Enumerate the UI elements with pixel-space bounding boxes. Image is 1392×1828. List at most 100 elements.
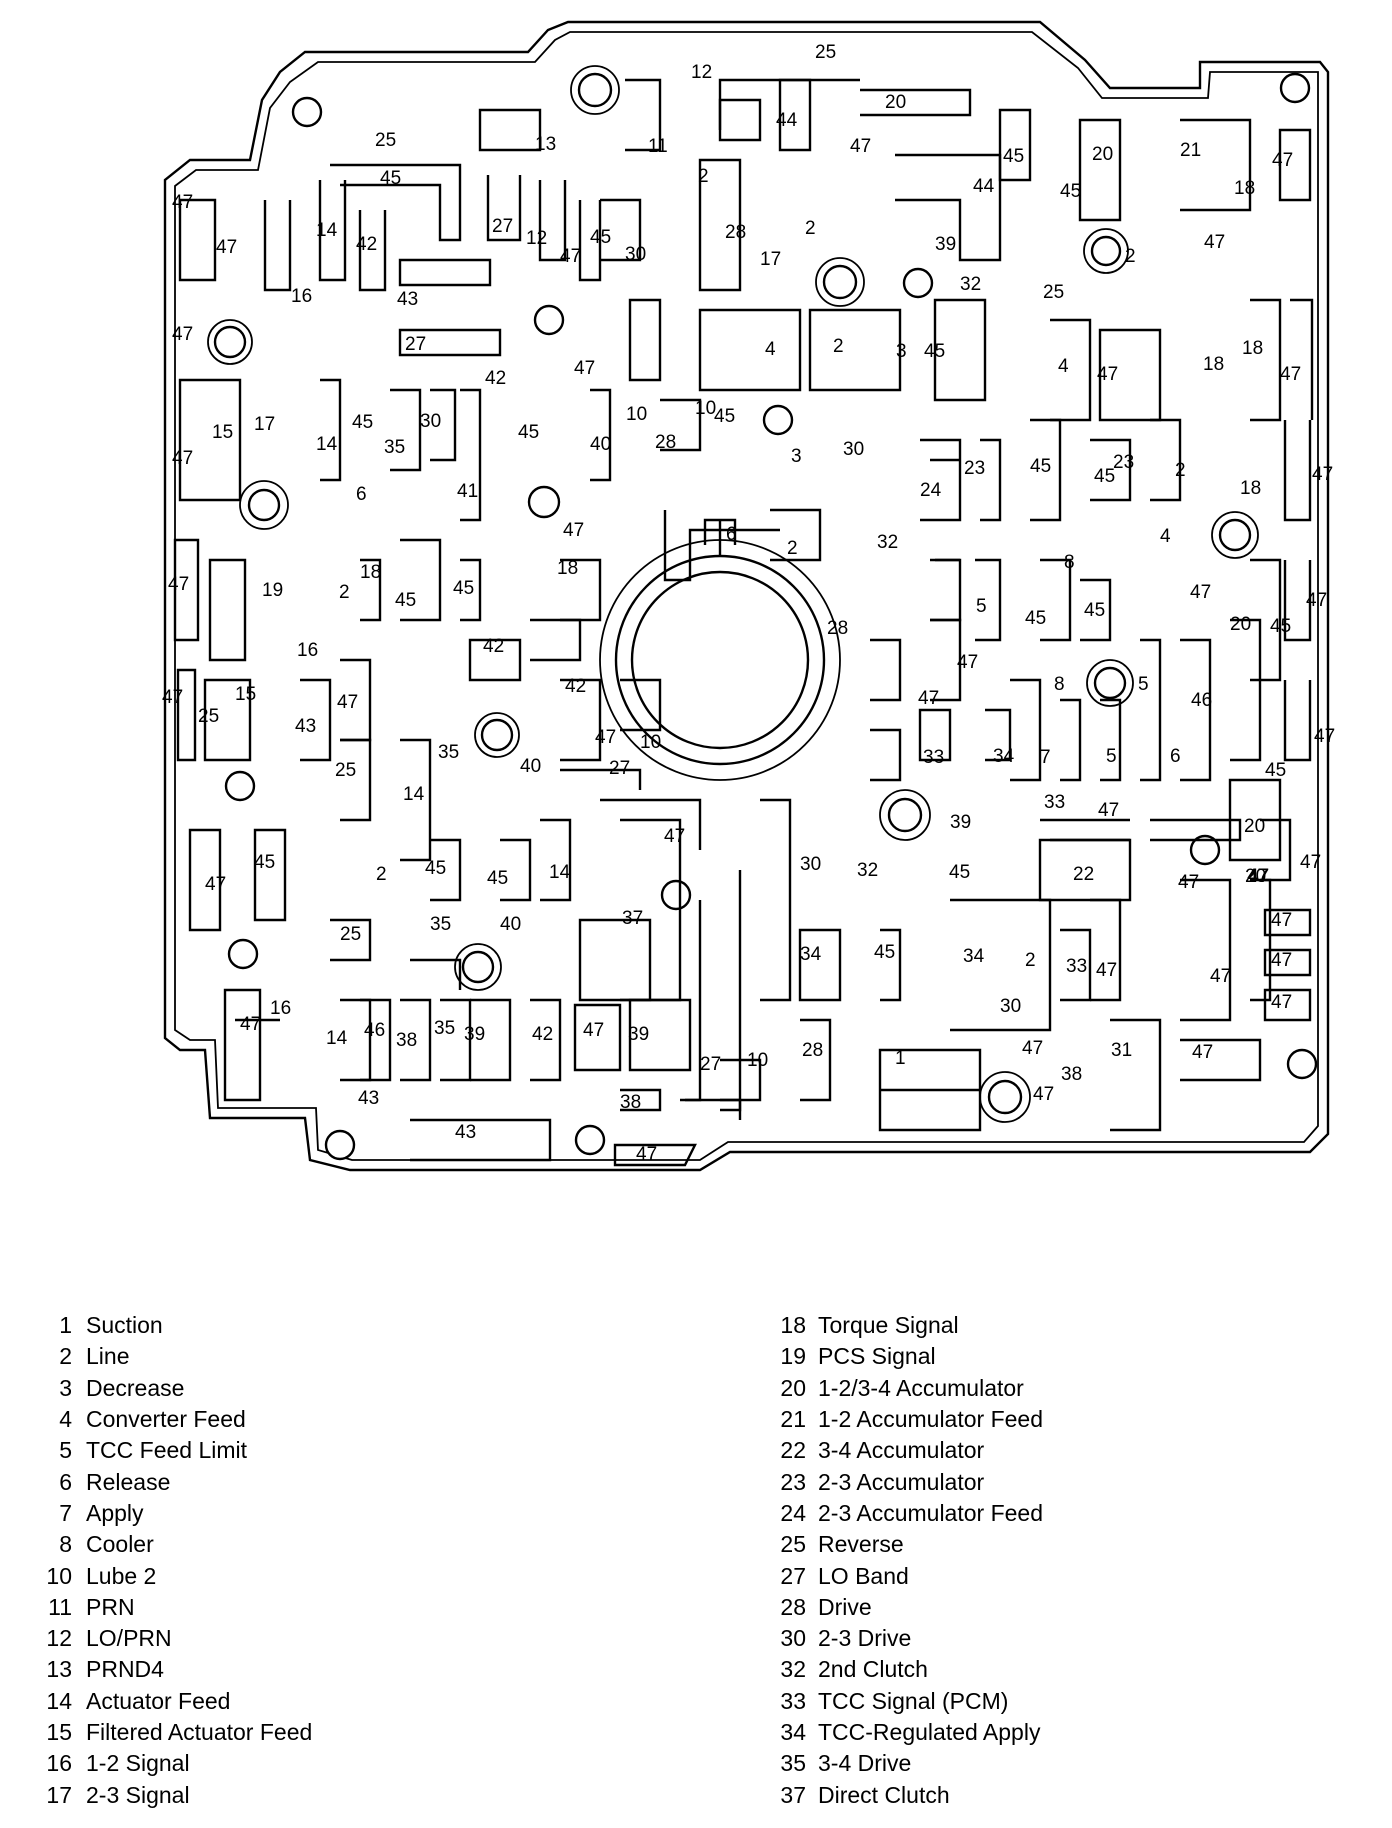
svg-text:42: 42 [356,234,377,255]
svg-text:17: 17 [760,249,781,270]
svg-text:20: 20 [1244,816,1265,837]
svg-text:27: 27 [609,758,630,779]
svg-text:31: 31 [1111,1040,1132,1061]
legend-item-label: 1-2 Signal [86,1750,190,1777]
legend-item-number: 8 [59,1531,72,1558]
legend-item-number: 1 [59,1312,72,1339]
svg-text:39: 39 [464,1024,485,1045]
svg-text:2: 2 [805,218,816,239]
legend-item-label: Release [86,1468,171,1495]
svg-text:47: 47 [957,652,978,673]
svg-text:20: 20 [1092,144,1113,165]
svg-text:7: 7 [1040,747,1051,768]
svg-text:25: 25 [340,924,361,945]
svg-text:47: 47 [1306,590,1327,611]
svg-text:45: 45 [380,168,401,189]
legend-item-label: TCC Feed Limit [86,1437,248,1464]
legend-item-label: Reverse [818,1531,904,1558]
svg-text:6: 6 [1170,746,1181,767]
svg-text:45: 45 [1094,466,1115,487]
svg-text:44: 44 [973,176,995,197]
svg-text:5: 5 [1138,674,1149,695]
svg-text:45: 45 [1025,608,1046,629]
svg-text:25: 25 [198,706,219,727]
svg-text:45: 45 [395,590,416,611]
svg-text:39: 39 [628,1024,649,1045]
legend-item-number: 30 [780,1625,806,1652]
legend-item-label: 3-4 Accumulator [818,1437,985,1464]
svg-text:24: 24 [920,480,942,501]
svg-text:1: 1 [895,1048,906,1069]
svg-text:6: 6 [356,484,367,505]
legend-item-label: Suction [86,1312,163,1339]
legend-item: 19 PCS Signal [758,1341,1378,1372]
svg-text:47: 47 [1280,364,1301,385]
legend-item-label: Decrease [86,1374,185,1401]
legend-item-number: 32 [780,1656,806,1683]
legend-item-number: 18 [780,1312,806,1339]
svg-text:35: 35 [384,437,405,458]
svg-text:42: 42 [565,676,586,697]
svg-text:4: 4 [1160,526,1171,547]
svg-text:5: 5 [1106,746,1117,767]
svg-text:45: 45 [590,227,611,248]
svg-text:30: 30 [420,411,441,432]
svg-text:2: 2 [1025,950,1036,971]
legend-item-label: 1-2/3-4 Accumulator [818,1374,1024,1401]
svg-text:2: 2 [1125,246,1136,267]
svg-text:47: 47 [574,358,595,379]
legend-item-label: 2nd Clutch [818,1656,928,1683]
svg-text:47: 47 [1247,866,1268,887]
svg-text:23: 23 [964,458,985,479]
svg-text:21: 21 [1180,140,1201,161]
svg-text:47: 47 [1272,150,1293,171]
svg-text:18: 18 [1203,354,1224,375]
legend-item-label: PRND4 [86,1656,164,1683]
svg-text:16: 16 [297,640,318,661]
svg-text:47: 47 [1204,232,1225,253]
svg-text:45: 45 [453,578,474,599]
legend-item-number: 6 [59,1468,72,1495]
svg-text:47: 47 [1098,800,1119,821]
svg-text:47: 47 [1271,950,1292,971]
legend-item-number: 19 [780,1343,806,1370]
svg-text:20: 20 [885,92,906,113]
svg-text:30: 30 [843,439,864,460]
svg-text:32: 32 [960,274,981,295]
svg-text:28: 28 [827,618,848,639]
svg-text:30: 30 [1000,996,1021,1017]
svg-text:34: 34 [800,944,822,965]
svg-text:47: 47 [162,687,183,708]
legend-item-number: 7 [59,1499,72,1526]
svg-text:45: 45 [1003,146,1024,167]
svg-text:8: 8 [1054,674,1065,695]
svg-text:45: 45 [352,412,373,433]
legend-item-label: PCS Signal [818,1343,936,1370]
svg-text:2: 2 [787,538,798,559]
svg-text:32: 32 [857,860,878,881]
legend-item: 32 2nd Clutch [758,1654,1378,1685]
legend-item-label: 2-3 Signal [86,1781,190,1808]
svg-text:19: 19 [262,580,283,601]
legend-item-label: Apply [86,1499,144,1526]
svg-text:47: 47 [1210,966,1231,987]
svg-text:35: 35 [438,742,459,763]
svg-text:15: 15 [212,422,233,443]
svg-text:45: 45 [949,862,970,883]
svg-text:20: 20 [1245,866,1266,887]
svg-text:47: 47 [664,826,685,847]
svg-text:43: 43 [455,1122,476,1143]
svg-text:47: 47 [1178,872,1199,893]
svg-text:47: 47 [595,727,616,748]
